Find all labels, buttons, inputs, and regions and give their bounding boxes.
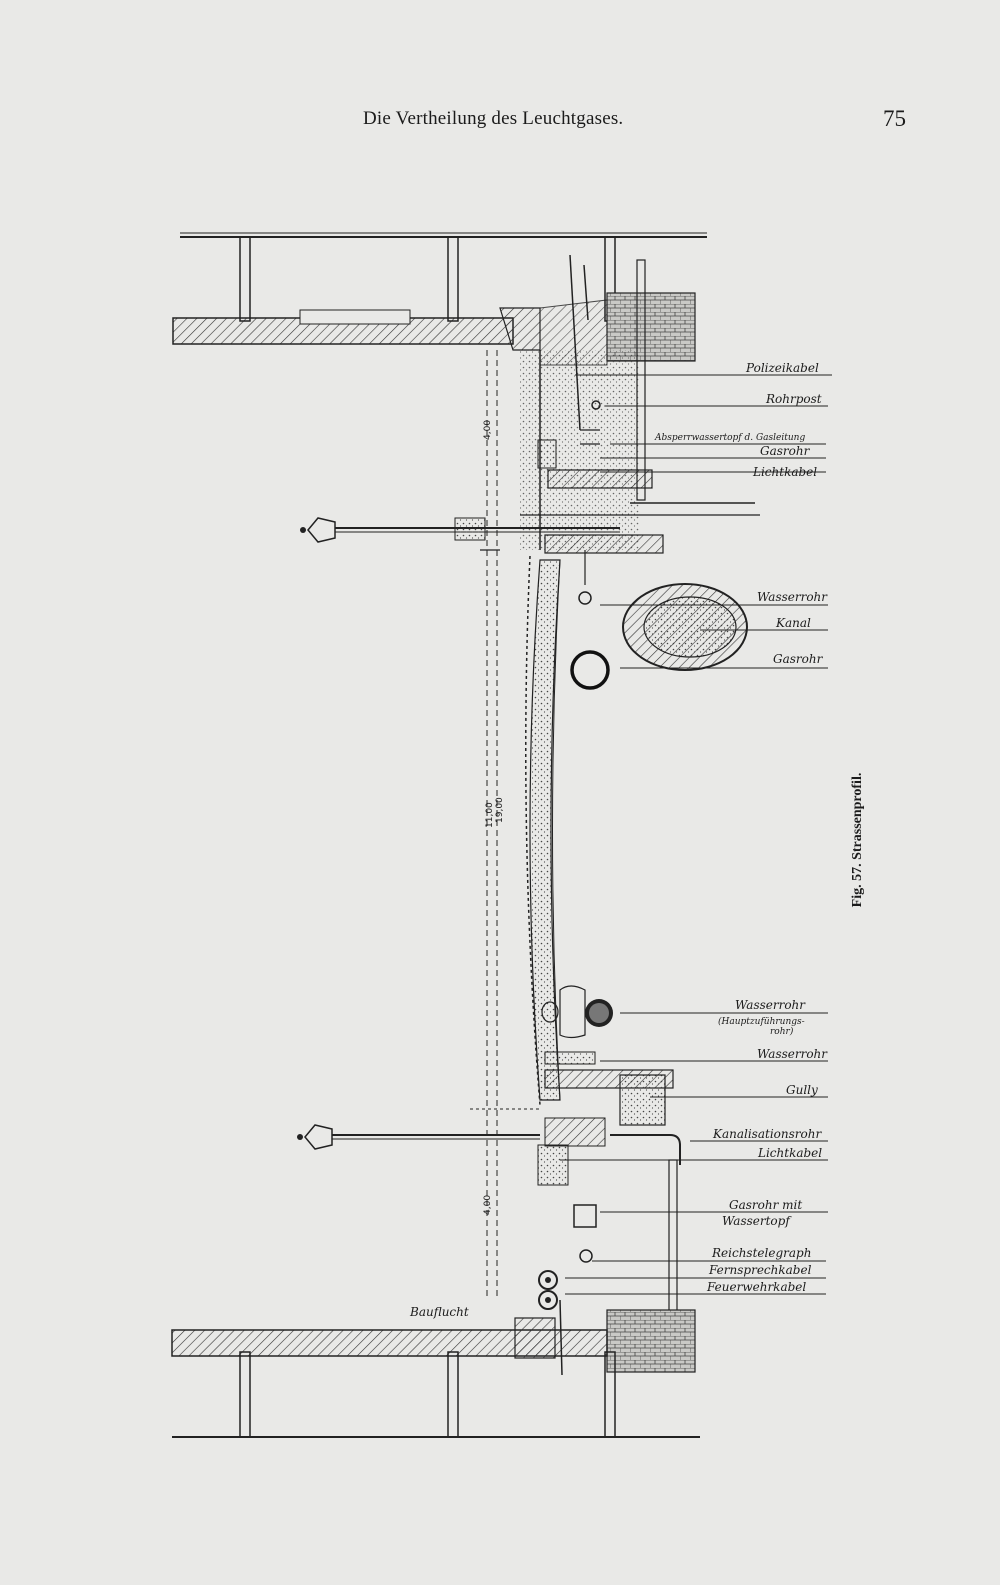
label-wasserrohr-main: Wasserrohr (735, 998, 806, 1012)
label-lichtkabel-lower: Lichtkabel (757, 1146, 822, 1160)
label-feuerwehrkabel: Feuerwehrkabel (706, 1280, 806, 1294)
page-number: 75 (883, 106, 906, 131)
lower-foundation (606, 1309, 696, 1373)
upper-street-lamp (300, 517, 620, 543)
label-gully: Gully (786, 1083, 818, 1097)
label-hauptzufuehrung: (Hauptzuführungs- (718, 1016, 805, 1027)
upper-foundation (606, 292, 696, 362)
sewer-canal (622, 583, 748, 671)
label-fernsprechkabel: Fernsprechkabel (708, 1263, 812, 1277)
running-title: Die Vertheilung des Leuchtgases. (363, 108, 624, 129)
label-wasserrohr-upper: Wasserrohr (757, 590, 828, 604)
label-kanalisationsrohr: Kanalisationsrohr (712, 1127, 822, 1141)
upper-sidewalk-section (520, 254, 760, 605)
dim-upper-sidewalk: 4,00 (483, 420, 493, 440)
upper-labels: Polizeikabel Rohrpost Absperrwassertopf … (654, 361, 828, 666)
dim-lower-sidewalk: 4,00 (483, 1195, 493, 1215)
lower-utilities (537, 985, 681, 1361)
label-bauflucht: Bauflucht (409, 1305, 469, 1319)
lower-labels: Wasserrohr (Hauptzuführungs- rohr) Wasse… (706, 998, 828, 1294)
label-absperrwassertopf: Absperrwassertopf d. Gasleitung (654, 433, 805, 443)
figure-caption: Fig. 57. Strassenprofil. (850, 772, 865, 908)
label-gasrohr-main: Gasrohr (773, 652, 824, 666)
dim-roadway: 11,00 (485, 802, 495, 828)
gas-main-pipe (570, 650, 610, 690)
label-wasserrohr-lower: Wasserrohr (757, 1047, 828, 1061)
dimension-lines: 4,00 11,00 19,00 4,00 (470, 350, 540, 1300)
dim-total: 19,00 (495, 797, 505, 823)
label-kanal: Kanal (775, 616, 811, 630)
label-polizeikabel: Polizeikabel (745, 361, 819, 375)
lower-street-lamp (297, 1124, 540, 1150)
label-lichtkabel-upper: Lichtkabel (752, 465, 817, 479)
label-rohrpost: Rohrpost (765, 392, 822, 406)
label-gasrohr-mit: Gasrohr mit (729, 1198, 802, 1212)
lower-leader-lines (560, 1012, 828, 1295)
roadway-section (525, 555, 561, 1106)
label-wassertopf: Wassertopf (722, 1214, 792, 1228)
label-gasrohr-upper: Gasrohr (760, 444, 811, 458)
label-rohr: rohr) (770, 1026, 794, 1037)
lower-building (171, 1299, 700, 1438)
label-reichstelegraph: Reichstelegraph (711, 1246, 811, 1260)
upper-building (172, 232, 707, 351)
upper-leader-lines (575, 374, 832, 669)
